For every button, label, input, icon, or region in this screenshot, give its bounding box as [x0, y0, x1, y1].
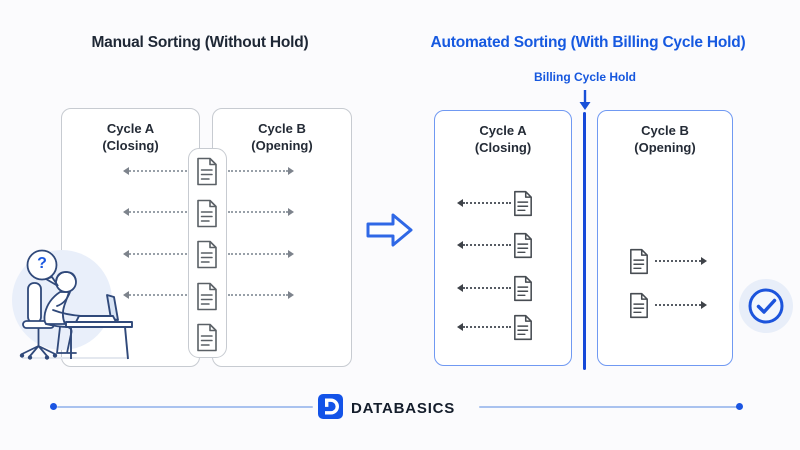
document-icon	[197, 240, 217, 269]
down-arrow-icon	[579, 90, 591, 110]
databasics-logo-icon	[318, 394, 343, 419]
document-icon	[630, 248, 648, 275]
auto-b-arrow-2	[655, 301, 707, 309]
auto-cycle-a-label: Cycle A (Closing)	[435, 123, 571, 156]
manual-arrow-left-3	[123, 250, 187, 258]
document-icon	[514, 314, 532, 341]
office-chair-icon	[21, 282, 56, 357]
document-icon	[197, 323, 217, 352]
manual-cycle-a-label: Cycle A (Closing)	[62, 121, 199, 154]
document-icon	[197, 199, 217, 228]
document-icon	[630, 292, 648, 319]
speech-bubble-icon	[26, 249, 59, 287]
person-at-desk-illustration	[12, 249, 133, 360]
person-icon	[43, 271, 83, 354]
document-icon	[514, 275, 532, 302]
manual-arrow-right-2	[228, 208, 294, 216]
auto-a-arrow-1	[457, 199, 511, 207]
billing-cycle-hold-label: Billing Cycle Hold	[533, 70, 636, 84]
manual-cycle-b-label: Cycle B (Opening)	[213, 121, 351, 154]
manual-cycle-b-box: Cycle B (Opening)	[212, 108, 352, 367]
auto-b-arrow-1	[655, 257, 707, 265]
auto-cycle-b-label: Cycle B (Opening)	[598, 123, 732, 156]
manual-arrow-right-4	[228, 291, 294, 299]
manual-cycle-b-title: Cycle B	[258, 121, 306, 136]
manual-cycle-a-subtitle: (Closing)	[102, 137, 159, 153]
document-icon	[197, 157, 217, 186]
auto-cycle-b-subtitle: (Opening)	[634, 139, 696, 155]
desk-and-laptop-icon	[65, 294, 133, 360]
manual-arrow-right-3	[228, 250, 294, 258]
footer-line-right	[479, 406, 739, 408]
manual-arrow-left-1	[123, 167, 187, 175]
question-mark: ?	[37, 255, 47, 272]
auto-a-arrow-3	[457, 284, 511, 292]
document-icon	[514, 190, 532, 217]
transition-arrow-icon	[366, 213, 413, 247]
auto-a-arrow-2	[457, 241, 511, 249]
success-checkmark-icon	[748, 288, 784, 324]
auto-cycle-b-box: Cycle B (Opening)	[597, 110, 733, 366]
billing-cycle-hold-line	[583, 112, 586, 370]
footer-line-left-dot	[50, 403, 57, 410]
footer-line-left	[57, 406, 313, 408]
manual-cycle-a-title: Cycle A	[106, 121, 155, 136]
document-icon	[197, 282, 217, 311]
auto-cycle-a-subtitle: (Closing)	[474, 139, 532, 155]
document-icon	[514, 232, 532, 259]
auto-cycle-a-title: Cycle A	[479, 123, 527, 138]
auto-a-arrow-4	[457, 323, 511, 331]
footer-line-right-dot	[736, 403, 743, 410]
right-title: Automated Sorting (With Billing Cycle Ho…	[430, 34, 746, 51]
manual-arrow-left-4	[123, 291, 187, 299]
manual-cycle-b-subtitle: (Opening)	[251, 137, 313, 153]
manual-arrow-left-2	[123, 208, 187, 216]
brand-name: DATABASICS	[351, 400, 456, 417]
left-title: Manual Sorting (Without Hold)	[91, 34, 309, 51]
manual-arrow-right-1	[228, 167, 294, 175]
auto-cycle-b-title: Cycle B	[641, 123, 689, 138]
